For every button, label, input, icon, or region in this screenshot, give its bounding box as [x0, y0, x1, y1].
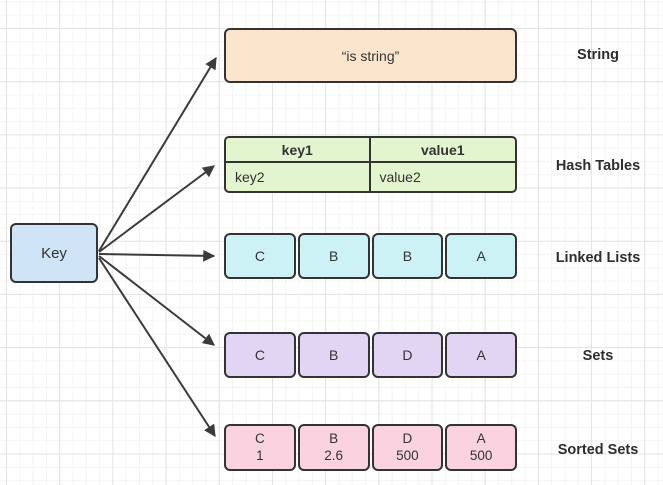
string-value: “is string”	[341, 47, 400, 64]
sorted-member: C	[255, 430, 265, 446]
linked-list-row: C B B A	[224, 233, 517, 279]
sorted-member: B	[329, 430, 339, 446]
sorted-sets-row: C 1 B 2.6 D 500 A 500	[224, 424, 517, 471]
set-cell: A	[445, 332, 517, 378]
arrow-key-to-linked	[98, 249, 216, 262]
linked-cell: B	[371, 233, 444, 279]
set-cell: C	[224, 332, 296, 378]
arrow-key-to-string	[98, 56, 217, 252]
sorted-score: 500	[469, 447, 493, 463]
key-node: Key	[10, 223, 98, 283]
sorted-set-cell: D 500	[371, 424, 444, 471]
label-string: String	[577, 47, 619, 63]
arrow-key-to-sets	[98, 255, 215, 346]
hash-cell-value: value2	[379, 169, 421, 185]
arrow-key-to-hash	[98, 165, 215, 253]
linked-cell: B	[297, 233, 370, 279]
linked-cell: C	[224, 233, 296, 279]
sorted-score: 2.6	[324, 447, 344, 463]
hash-cell-key: key2	[226, 163, 371, 191]
sorted-set-cell: B 2.6	[297, 424, 370, 471]
hash-header-key: key1	[226, 138, 371, 163]
sorted-set-cell: C 1	[224, 424, 296, 471]
sorted-score: 1	[256, 447, 264, 463]
string-node: “is string”	[224, 28, 517, 83]
sorted-member: A	[476, 430, 486, 446]
hash-header-value: value1	[370, 138, 515, 163]
sets-row: C B D A	[224, 332, 517, 378]
label-hash-tables: Hash Tables	[555, 158, 641, 174]
set-cell: B	[297, 332, 370, 378]
label-sorted-sets: Sorted Sets	[557, 442, 639, 458]
sorted-member: D	[402, 430, 413, 446]
hash-table-node: key1 value1 key2 value2	[224, 136, 517, 193]
label-sets: Sets	[582, 348, 614, 364]
label-linked-lists: Linked Lists	[555, 250, 641, 266]
sorted-set-cell: A 500	[445, 424, 517, 471]
sorted-score: 500	[396, 447, 419, 463]
set-cell: D	[371, 332, 444, 378]
key-label: Key	[41, 244, 67, 262]
arrow-key-to-sorted	[98, 257, 216, 438]
linked-cell: A	[445, 233, 517, 279]
